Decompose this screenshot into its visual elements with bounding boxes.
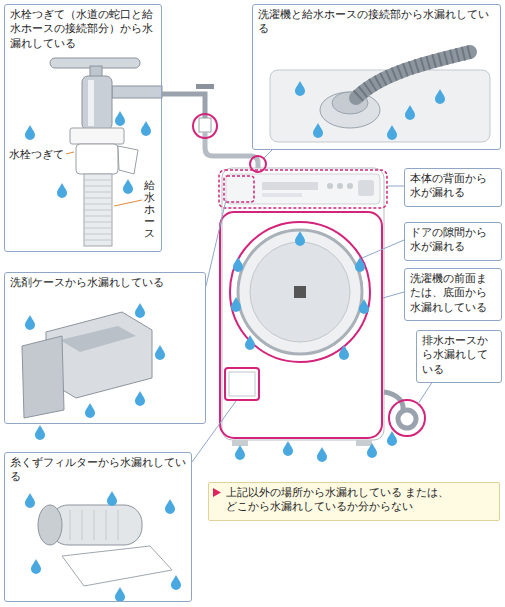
leader-line — [192, 150, 440, 462]
callout-text: 洗濯機と給水ホースの接続部から水漏れしている — [258, 8, 495, 37]
part-label: 水栓つぎて — [8, 148, 65, 162]
supply-pipe — [162, 84, 258, 170]
callout-text: 糸くずフィルターから水漏れしている — [10, 456, 186, 485]
washing-machine — [222, 168, 416, 446]
callout-text: 洗剤ケースから水漏れしている — [10, 276, 200, 290]
callout-box: ドアの隙間から水が漏れる — [404, 222, 502, 261]
callout-text: 排水ホースから水漏れしている — [422, 334, 496, 377]
callout-box: 洗濯機と給水ホースの接続部から水漏れしている — [252, 4, 501, 150]
leak-highlight — [193, 114, 425, 438]
callout-box: 本体の背面から水が漏れる — [404, 168, 502, 207]
part-label: 給水ホース — [143, 180, 156, 240]
note-box: 上記以外の場所から水漏れしている または、どこから水漏れしているか分からない — [208, 482, 500, 521]
faucet-illustration — [50, 58, 162, 246]
callout-box: 水栓つぎて（水道の蛇口と給水ホースの接続部分）から水漏れしている — [4, 4, 162, 252]
callout-box: 洗濯機の前面または、底面から水漏れしている — [404, 268, 502, 321]
callout-text: 洗濯機の前面または、底面から水漏れしている — [410, 272, 496, 315]
hose-connection-illustration — [270, 52, 490, 142]
callout-box: 排水ホースから水漏れしている — [416, 330, 502, 383]
callout-text: 上記以外の場所から水漏れしている または、どこから水漏れしているか分からない — [226, 486, 493, 515]
callout-box: 糸くずフィルターから水漏れしている — [4, 452, 192, 602]
callout-text: ドアの隙間から水が漏れる — [410, 226, 496, 255]
callout-box: 洗剤ケースから水漏れしている — [4, 272, 206, 424]
callout-text: 水栓つぎて（水道の蛇口と給水ホースの接続部分）から水漏れしている — [10, 8, 156, 51]
callout-text: 本体の背面から水が漏れる — [410, 172, 496, 201]
detergent-drawer-illustration — [22, 312, 152, 418]
water-drop — [25, 81, 445, 602]
lint-filter-illustration — [38, 505, 172, 586]
